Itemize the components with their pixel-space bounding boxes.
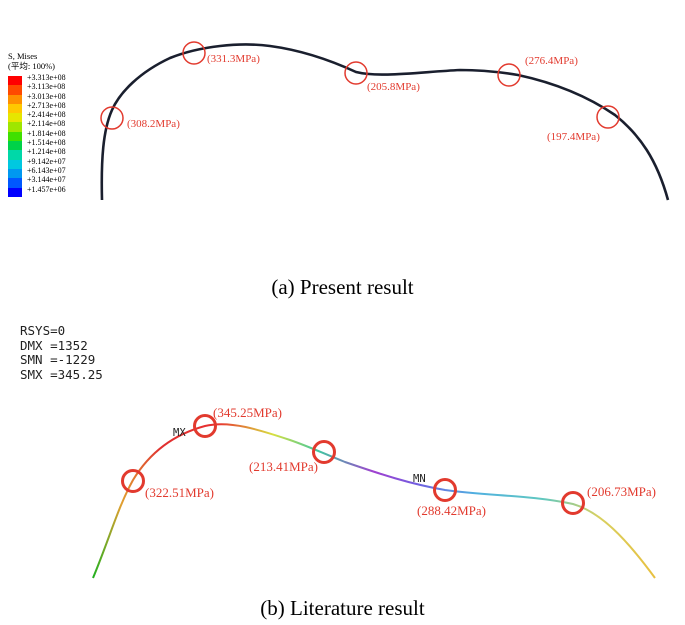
- callout-205-mpa: (205.8MPa): [367, 81, 420, 93]
- legend-value: +2.713e+08: [27, 100, 66, 110]
- present-result-panel: S, Mises (平均: 100%) +3.313e+08+3.113e+08…: [0, 0, 685, 230]
- legend-swatch: [8, 103, 22, 114]
- stress-marker-206: [561, 491, 585, 515]
- stress-marker-197: [596, 105, 620, 129]
- stress-marker-345: [193, 414, 217, 438]
- stress-marker-288: [433, 478, 457, 502]
- stress-legend: S, Mises (平均: 100%) +3.313e+08+3.113e+08…: [8, 51, 66, 197]
- literature-result-plot: [92, 414, 656, 579]
- legend-swatch: [8, 131, 22, 142]
- stress-marker-213: [312, 440, 336, 464]
- legend-value: +9.142e+07: [27, 156, 66, 166]
- legend-subtitle: (平均: 100%): [8, 61, 55, 71]
- legend-title: S, Mises: [8, 51, 38, 61]
- legend-value: +3.313e+08: [27, 73, 66, 82]
- info-smx: SMX =345.25: [20, 366, 103, 382]
- legend-swatch: [8, 178, 22, 188]
- info-rsys: RSYS=0: [20, 323, 66, 338]
- legend-value: +1.457e+06: [27, 184, 66, 194]
- stress-marker-276: [497, 63, 521, 87]
- legend-swatch: [8, 159, 22, 169]
- stress-marker-331: [182, 41, 206, 65]
- caption-literature-result: (b) Literature result: [260, 596, 425, 620]
- callout-197-mpa: (197.4MPa): [547, 131, 600, 143]
- callout-213-mpa: (213.41MPa): [249, 459, 318, 474]
- legend-swatch: [8, 85, 22, 95]
- caption-present-result: (a) Present result: [271, 275, 414, 299]
- callout-276-mpa: (276.4MPa): [525, 55, 578, 67]
- callout-206-mpa: (206.73MPa): [587, 484, 656, 499]
- mn-label: MN: [413, 473, 426, 485]
- legend-value: +3.113e+08: [27, 82, 66, 92]
- literature-result-panel: RSYS=0 DMX =1352 SMN =-1229 SMX =345.25: [0, 312, 685, 597]
- legend-value: +2.114e+08: [27, 119, 66, 129]
- legend-swatch: [8, 76, 22, 86]
- callout-288-mpa: (288.42MPa): [417, 503, 486, 518]
- callout-308-mpa: (308.2MPa): [127, 118, 180, 130]
- info-dmx: DMX =1352: [20, 337, 88, 353]
- stress-marker-322: [121, 469, 145, 493]
- stress-marker-205: [344, 61, 368, 85]
- literature-result-curve: [92, 423, 656, 579]
- legend-swatch: [8, 168, 22, 179]
- callout-331-mpa: (331.3MPa): [207, 53, 260, 65]
- callout-322-mpa: (322.51MPa): [145, 485, 214, 500]
- present-result-curve: [100, 43, 670, 201]
- legend-swatch: [8, 141, 22, 151]
- legend-swatch: [8, 113, 22, 123]
- legend-value: +1.514e+08: [27, 138, 66, 148]
- legend-value: +1.814e+08: [27, 128, 66, 138]
- mx-label: MX: [173, 427, 186, 439]
- legend-swatch: [8, 94, 22, 104]
- legend-value: +3.013e+08: [27, 91, 66, 101]
- legend-value: +3.144e+07: [27, 175, 66, 185]
- legend-swatch: [8, 122, 22, 132]
- callout-345-mpa: (345.25MPa): [213, 405, 282, 420]
- legend-swatch: [8, 150, 22, 160]
- legend-value: +6.143e+07: [27, 165, 66, 175]
- legend-value: +1.214e+08: [27, 147, 66, 157]
- info-smn: SMN =-1229: [20, 352, 96, 367]
- legend-value: +2.414e+08: [27, 110, 66, 120]
- stress-marker-308: [100, 106, 124, 130]
- result-info-block: RSYS=0 DMX =1352 SMN =-1229 SMX =345.25: [20, 323, 103, 382]
- legend-value-list: +3.313e+08+3.113e+08+3.013e+08+2.713e+08…: [27, 73, 66, 194]
- legend-color-bar: [8, 76, 22, 197]
- legend-swatch: [8, 187, 22, 197]
- present-result-plot: [100, 41, 670, 201]
